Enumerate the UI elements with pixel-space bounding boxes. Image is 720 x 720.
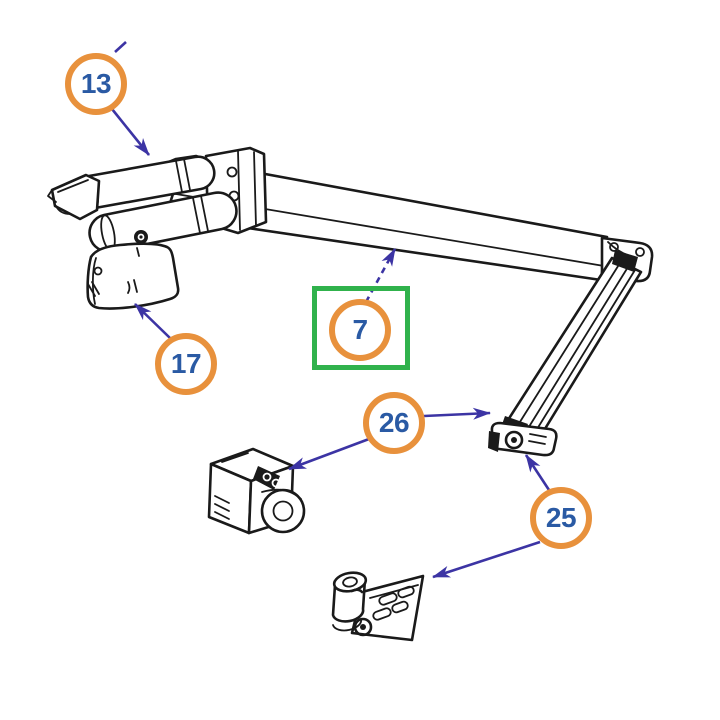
part-drawing-forearm-tube: [500, 250, 643, 439]
part-drawing-shoulder-assembly: [47, 146, 268, 253]
arrow-25-to-bottom-bracket: [432, 540, 541, 579]
arrow-25-to-elbow-bracket: [524, 454, 551, 491]
callout-7-label: 7: [352, 314, 368, 345]
part-drawing-bottom-bracket: [331, 571, 425, 642]
part-drawing-foot-bracket: [207, 447, 306, 535]
callout-26[interactable]: 26: [363, 392, 425, 454]
arrow-to-part-13: [110, 108, 151, 156]
callout-7[interactable]: 7: [329, 299, 391, 361]
arrow-26-to-elbow-bracket: [423, 407, 491, 420]
callout-25-label: 25: [545, 502, 577, 533]
part-drawing-cover-cap: [86, 242, 180, 310]
part-drawing-elbow-bracket: [488, 421, 558, 457]
arrow-stub-13: [114, 41, 127, 53]
arrow-to-part-17: [134, 303, 171, 339]
callout-13[interactable]: 13: [65, 53, 127, 115]
callout-17-label: 17: [170, 348, 202, 379]
callout-26-label: 26: [378, 407, 410, 438]
selected-part-highlight-box: [312, 286, 410, 370]
callout-13-label: 13: [80, 68, 112, 99]
arrow-26-to-foot-bracket: [288, 437, 370, 471]
callout-17[interactable]: 17: [155, 333, 217, 395]
callout-25[interactable]: 25: [530, 487, 592, 549]
leader-arrows: [110, 41, 551, 579]
